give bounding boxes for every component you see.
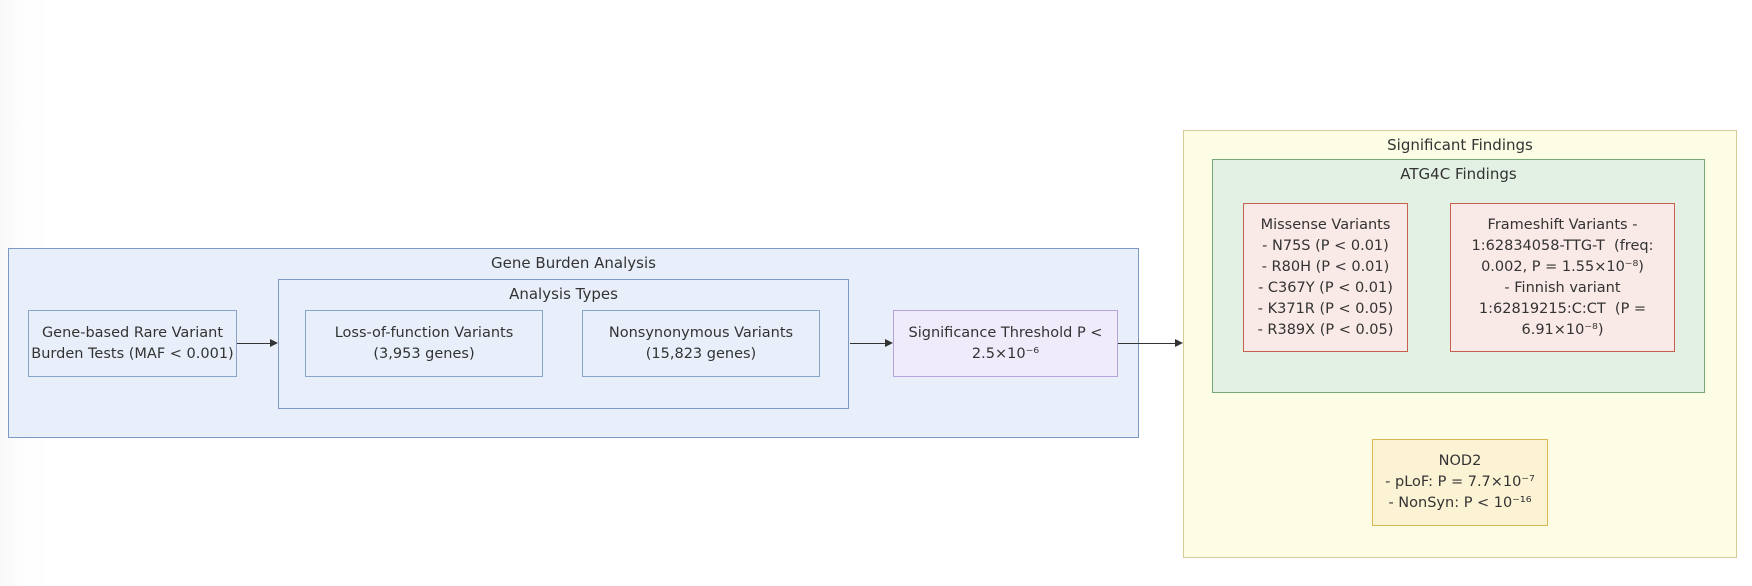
- frameshift-variants-line: 1:62834058-TTG-T (freq:: [1471, 237, 1654, 254]
- frameshift-variants-line: - Finnish variant: [1504, 279, 1621, 296]
- missense-variants-node: Missense Variants - N75S (P < 0.01) - R8…: [1243, 203, 1408, 352]
- significant-findings-title: Significant Findings: [1387, 136, 1533, 154]
- frameshift-variants-node: Frameshift Variants - 1:62834058-TTG-T (…: [1450, 203, 1675, 352]
- analysis-types-title: Analysis Types: [509, 285, 618, 303]
- arrow-burden-to-analysis: [237, 343, 271, 344]
- arrow-analysis-to-threshold: [850, 343, 886, 344]
- nod2-line: - pLoF: P = 7.7×10⁻⁷: [1385, 474, 1535, 490]
- arrowhead-analysis-to-threshold-icon: [885, 339, 893, 347]
- missense-variants-line: - K371R (P < 0.05): [1257, 300, 1394, 317]
- nod2-line: NOD2: [1438, 453, 1482, 469]
- nonsynonymous-variants-line: (15,823 genes): [645, 345, 757, 362]
- nod2-node: NOD2 - pLoF: P = 7.7×10⁻⁷ - NonSyn: P < …: [1372, 439, 1548, 526]
- frameshift-variants-line: Frameshift Variants -: [1487, 216, 1638, 233]
- lof-variants-line: Loss-of-function Variants: [334, 324, 514, 341]
- nonsynonymous-variants-node: Nonsynonymous Variants (15,823 genes): [582, 310, 820, 377]
- significance-threshold-line: 2.5×10⁻⁶: [971, 345, 1040, 362]
- gene-burden-analysis-title: Gene Burden Analysis: [491, 254, 656, 272]
- nod2-line: - NonSyn: P < 10⁻¹⁶: [1388, 495, 1532, 511]
- missense-variants-line: - C367Y (P < 0.01): [1258, 279, 1393, 296]
- missense-variants-line: - N75S (P < 0.01): [1262, 237, 1389, 254]
- lof-variants-line: (3,953 genes): [373, 345, 475, 362]
- arrowhead-burden-to-analysis-icon: [270, 339, 278, 347]
- frameshift-variants-line: 6.91×10⁻⁸): [1521, 321, 1604, 338]
- missense-variants-line: - R80H (P < 0.01): [1261, 258, 1390, 275]
- atg4c-findings-title: ATG4C Findings: [1400, 165, 1517, 183]
- arrowhead-threshold-to-findings-icon: [1175, 339, 1183, 347]
- burden-tests-line: Burden Tests (MAF < 0.001): [31, 345, 234, 362]
- significance-threshold-line: Significance Threshold P <: [908, 324, 1103, 341]
- frameshift-variants-line: 1:62819215:C:CT (P =: [1478, 300, 1647, 317]
- missense-variants-line: Missense Variants: [1260, 216, 1391, 233]
- burden-tests-line: Gene-based Rare Variant: [41, 324, 224, 341]
- significance-threshold-node: Significance Threshold P < 2.5×10⁻⁶: [893, 310, 1118, 377]
- arrow-threshold-to-findings: [1118, 343, 1176, 344]
- frameshift-variants-line: 0.002, P = 1.55×10⁻⁸): [1481, 258, 1644, 275]
- burden-tests-node: Gene-based Rare Variant Burden Tests (MA…: [28, 310, 237, 377]
- lof-variants-node: Loss-of-function Variants (3,953 genes): [305, 310, 543, 377]
- nonsynonymous-variants-line: Nonsynonymous Variants: [608, 324, 794, 341]
- missense-variants-line: - R389X (P < 0.05): [1257, 321, 1394, 338]
